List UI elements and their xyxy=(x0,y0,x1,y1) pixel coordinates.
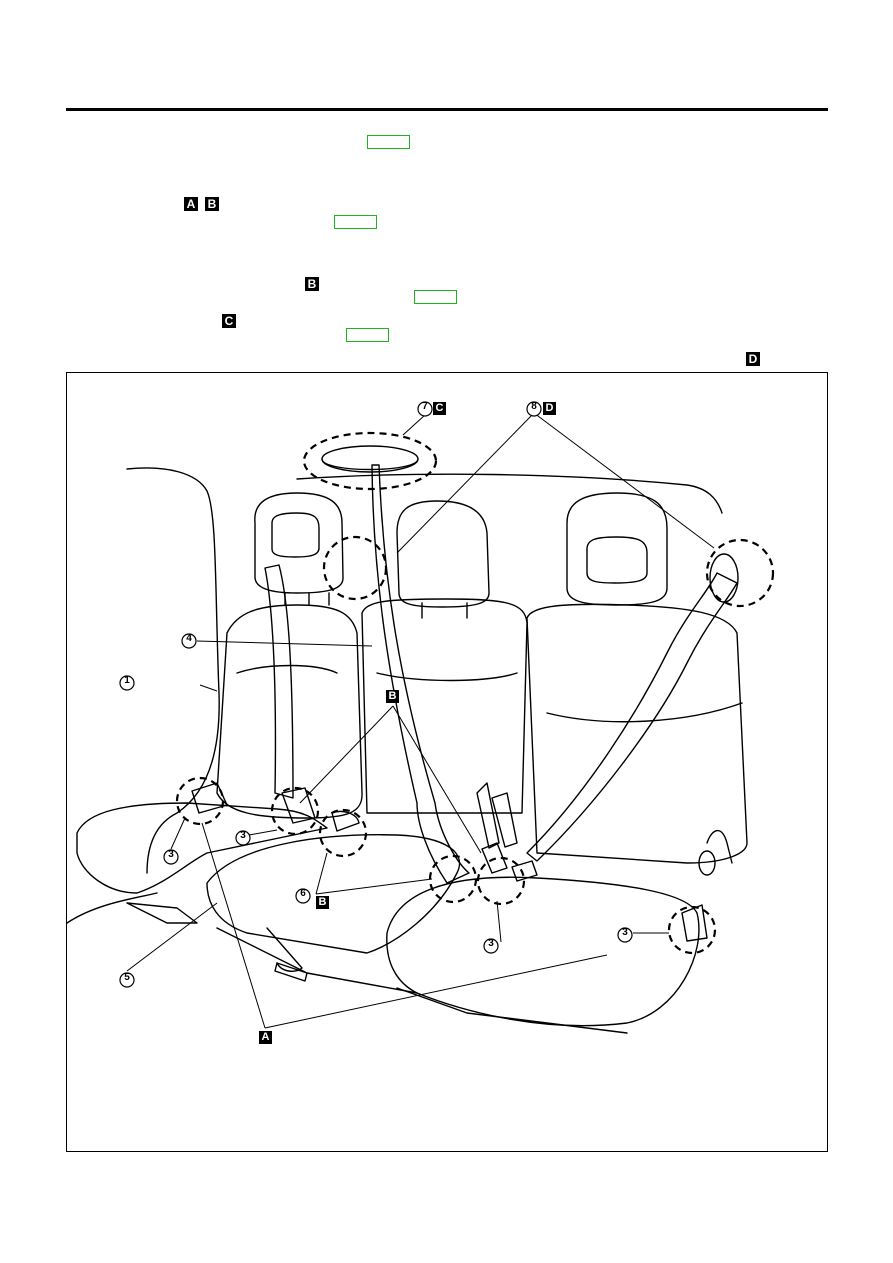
callout-3-center-left: 3 xyxy=(240,830,246,841)
right-buckle-circle xyxy=(476,856,526,906)
callout-4: 4 xyxy=(186,633,192,644)
step-tag-a: A xyxy=(184,197,198,211)
seat-drawing xyxy=(67,445,748,1034)
reference-link-1[interactable] xyxy=(367,135,410,149)
step-tag-b-2: B xyxy=(305,277,319,291)
reference-link-4[interactable] xyxy=(346,328,389,342)
right-upper-anchor-circle xyxy=(705,538,775,608)
roof-anchor-detail-circle xyxy=(302,431,438,491)
callout-5: 5 xyxy=(124,972,130,983)
step-tag-c: C xyxy=(222,314,236,328)
callout-3-right: 3 xyxy=(622,927,628,938)
figure-tag-b-lower: B xyxy=(318,896,327,908)
center-upper-anchor-circle xyxy=(322,535,388,601)
reference-link-2[interactable] xyxy=(334,215,377,229)
rear-seat-illustration: 7 8 4 1 3 3 6 3 3 5 C D B B A xyxy=(66,372,828,1152)
callout-3-left: 3 xyxy=(168,849,174,860)
center-belt-anchor-circle xyxy=(428,854,478,904)
step-tag-d: D xyxy=(746,352,760,366)
callout-layer xyxy=(119,401,775,1044)
callout-1: 1 xyxy=(124,675,130,686)
center-buckle-circle xyxy=(318,808,368,858)
left-buckle-circle xyxy=(175,776,225,826)
callout-7: 7 xyxy=(422,401,428,412)
step-tag-b: B xyxy=(205,197,219,211)
callout-3-center: 3 xyxy=(488,938,494,949)
reference-link-3[interactable] xyxy=(414,290,457,304)
header-rule xyxy=(66,108,828,111)
figure-tag-d: D xyxy=(545,402,554,414)
figure-tag-a: A xyxy=(261,1031,270,1043)
figure-tag-b-upper: B xyxy=(388,690,397,702)
callout-8: 8 xyxy=(531,401,537,412)
left-center-buckle-circle xyxy=(270,786,320,836)
figure-tag-c: C xyxy=(435,402,444,414)
callout-6: 6 xyxy=(300,888,306,899)
right-outer-buckle-circle xyxy=(667,905,717,955)
